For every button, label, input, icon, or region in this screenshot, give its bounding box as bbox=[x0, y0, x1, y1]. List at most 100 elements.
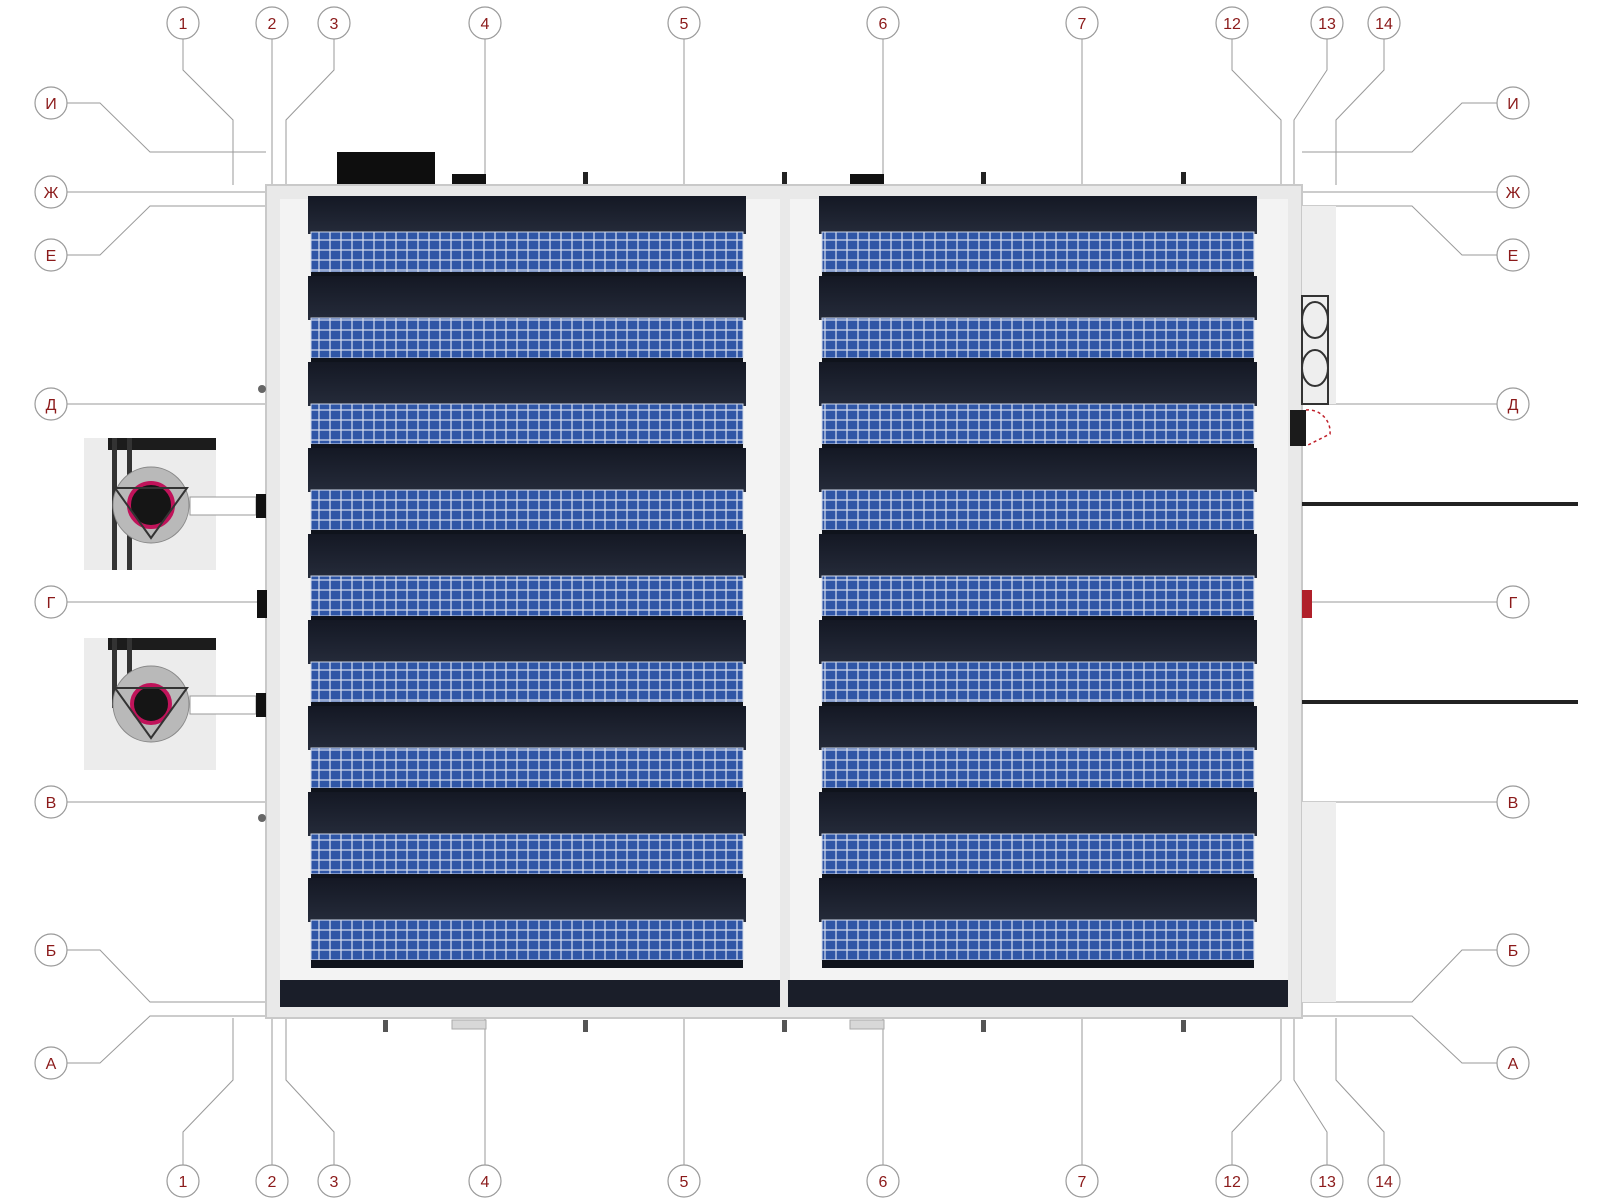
axis-label: И bbox=[1507, 96, 1519, 113]
leader-line bbox=[1302, 949, 1497, 1003]
roof-post bbox=[583, 172, 588, 186]
pv-panel-row bbox=[310, 747, 744, 789]
column-bubble-top: 6 bbox=[866, 6, 900, 40]
leader-line bbox=[1335, 1018, 1385, 1165]
leader-line bbox=[182, 39, 234, 185]
pv-panel-row bbox=[310, 919, 744, 961]
leader-line bbox=[285, 1018, 335, 1165]
axis-label: 14 bbox=[1375, 16, 1393, 33]
row-bubble-right: Д bbox=[1496, 387, 1530, 421]
row-bubble-right: А bbox=[1496, 1046, 1530, 1080]
row-bubble-right: Е bbox=[1496, 238, 1530, 272]
column-bubble-top: 13 bbox=[1310, 6, 1344, 40]
row-bubble-right: В bbox=[1496, 785, 1530, 819]
row-shadow bbox=[819, 792, 1257, 836]
column-bubble-bottom: 6 bbox=[866, 1164, 900, 1198]
leader-line bbox=[67, 949, 266, 1003]
pv-panel-row bbox=[310, 575, 744, 617]
axis-label: Ж bbox=[44, 185, 59, 202]
axis-label: 6 bbox=[879, 16, 888, 33]
axis-label: Г bbox=[47, 595, 56, 612]
column-bubble-bottom: 13 bbox=[1310, 1164, 1344, 1198]
axis-label: 14 bbox=[1375, 1174, 1393, 1191]
row-shadow bbox=[308, 362, 746, 406]
column-bubble-bottom: 3 bbox=[317, 1164, 351, 1198]
row-shadow bbox=[308, 196, 746, 234]
axis-label: 4 bbox=[481, 1174, 490, 1191]
axis-label: Б bbox=[1508, 943, 1519, 960]
row-shadow bbox=[819, 620, 1257, 664]
row-shadow bbox=[819, 276, 1257, 320]
pv-panel-row bbox=[821, 231, 1255, 273]
pv-panel-row bbox=[310, 403, 744, 445]
column-bubble-bottom: 2 bbox=[255, 1164, 289, 1198]
axis-label: 13 bbox=[1318, 16, 1336, 33]
pv-panel-row bbox=[821, 747, 1255, 789]
row-bubble-left: Б bbox=[34, 933, 68, 967]
rooftop-unit-small bbox=[850, 174, 884, 186]
row-shadow bbox=[819, 448, 1257, 492]
pv-block-left bbox=[308, 196, 746, 968]
column-bubble-bottom: 12 bbox=[1215, 1164, 1249, 1198]
axis-label: А bbox=[1508, 1056, 1519, 1073]
axis-leader-lines bbox=[67, 39, 1497, 1165]
pv-panel-row bbox=[821, 403, 1255, 445]
leader-line bbox=[285, 39, 335, 185]
axis-label: Г bbox=[1509, 595, 1518, 612]
pv-panel-row bbox=[821, 919, 1255, 961]
axis-label: Ж bbox=[1506, 185, 1521, 202]
leader-line bbox=[1293, 1018, 1328, 1165]
axis-label: 5 bbox=[680, 16, 689, 33]
row-bubble-left: В bbox=[34, 785, 68, 819]
row-shadow bbox=[819, 196, 1257, 234]
axis-label: Б bbox=[46, 943, 57, 960]
pipe-lower bbox=[1302, 700, 1578, 704]
axis-label: 4 bbox=[481, 16, 490, 33]
rooftop-unit-large bbox=[337, 152, 435, 186]
roof-structure bbox=[265, 152, 1303, 1032]
column-bubble-top: 1 bbox=[166, 6, 200, 40]
row-shadow bbox=[819, 362, 1257, 406]
row-bubble-left: И bbox=[34, 86, 68, 120]
column-bubble-bottom: 14 bbox=[1367, 1164, 1401, 1198]
leader-line bbox=[67, 205, 266, 256]
axis-label: И bbox=[45, 96, 57, 113]
leader-line bbox=[1302, 102, 1497, 153]
roof-post bbox=[981, 1020, 986, 1032]
ladder-cage bbox=[1301, 295, 1329, 405]
rooftop-unit-small bbox=[452, 174, 486, 186]
pv-panel-row bbox=[310, 489, 744, 531]
leader-line bbox=[1231, 39, 1282, 185]
column-bubble-bottom: 1 bbox=[166, 1164, 200, 1198]
row-gap bbox=[311, 960, 743, 968]
parapet-shadow bbox=[788, 980, 1288, 1007]
leader-line bbox=[1302, 1015, 1497, 1064]
door-swing bbox=[1305, 409, 1331, 447]
leader-line bbox=[1302, 205, 1497, 256]
pv-block-right bbox=[819, 196, 1257, 968]
leader-line bbox=[1293, 39, 1328, 185]
row-bubble-right: Б bbox=[1496, 933, 1530, 967]
pv-panel-row bbox=[821, 661, 1255, 703]
axis-label: В bbox=[1508, 795, 1519, 812]
column-bubble-top: 5 bbox=[667, 6, 701, 40]
leader-line bbox=[67, 102, 266, 153]
pv-panel-row bbox=[310, 231, 744, 273]
row-shadow bbox=[308, 620, 746, 664]
row-bubble-left: Е bbox=[34, 238, 68, 272]
column-bubble-bottom: 7 bbox=[1065, 1164, 1099, 1198]
roof-hatch bbox=[451, 1019, 487, 1030]
leader-line bbox=[1231, 1018, 1282, 1165]
axis-label: Д bbox=[1508, 397, 1519, 414]
axis-label: 7 bbox=[1078, 1174, 1087, 1191]
row-bubble-right: И bbox=[1496, 86, 1530, 120]
row-bubble-right: Г bbox=[1496, 585, 1530, 619]
row-shadow bbox=[308, 448, 746, 492]
column-bubble-top: 4 bbox=[468, 6, 502, 40]
axis-label: Е bbox=[46, 248, 57, 265]
column-bubble-top: 3 bbox=[317, 6, 351, 40]
row-gap bbox=[822, 960, 1254, 968]
pipe-upper bbox=[1302, 502, 1578, 506]
